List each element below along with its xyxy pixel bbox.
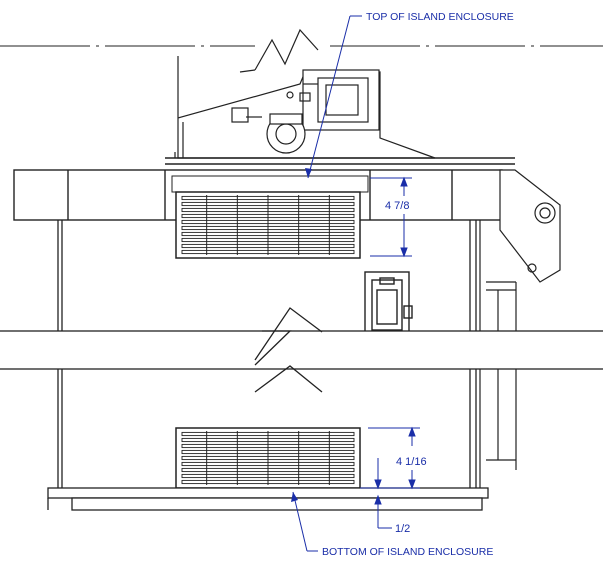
upper-dimension (370, 176, 412, 258)
top-enclosure-label: TOP OF ISLAND ENCLOSURE (366, 11, 514, 23)
electrical-outlet (364, 271, 413, 333)
small-dimension-text: 1/2 (395, 523, 410, 535)
top-callout: TOP OF ISLAND ENCLOSURE (305, 11, 514, 179)
lower-dimension (360, 426, 420, 529)
middle-break-band (0, 307, 603, 393)
base-plinth (47, 487, 489, 511)
bottom-enclosure-label: BOTTOM OF ISLAND ENCLOSURE (322, 546, 493, 558)
lower-grille (175, 427, 361, 489)
upper-dimension-text: 4 7/8 (385, 200, 409, 212)
appliance-housing (174, 28, 436, 159)
lower-dimension-text: 4 1/16 (396, 456, 427, 468)
bottom-callout: BOTTOM OF ISLAND ENCLOSURE (291, 491, 493, 558)
upper-grille (175, 191, 361, 259)
side-control-bracket (479, 169, 561, 500)
